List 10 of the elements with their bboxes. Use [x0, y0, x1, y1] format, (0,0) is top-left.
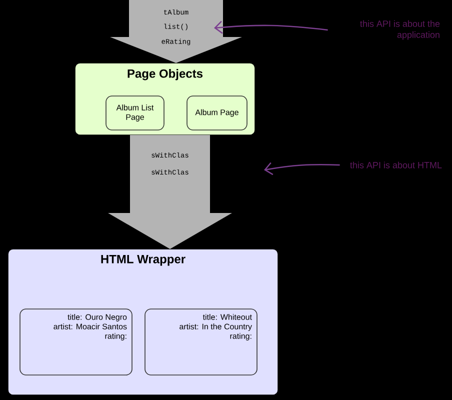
note-text: this API is about the application — [360, 20, 440, 40]
data-card: title: Ouro Negro artist: Moacir Santos rating: — [20, 308, 132, 376]
note-text: this API is about HTML — [350, 162, 442, 168]
data-card: title: Whiteout artist: In the Country rating: — [144, 308, 258, 376]
page-box: Album Page — [186, 96, 248, 130]
arrow — [214, 20, 328, 34]
arrow — [264, 162, 340, 176]
arrow — [108, 135, 232, 249]
arrow — [110, 0, 242, 63]
page-box: Album List Page — [106, 96, 164, 130]
